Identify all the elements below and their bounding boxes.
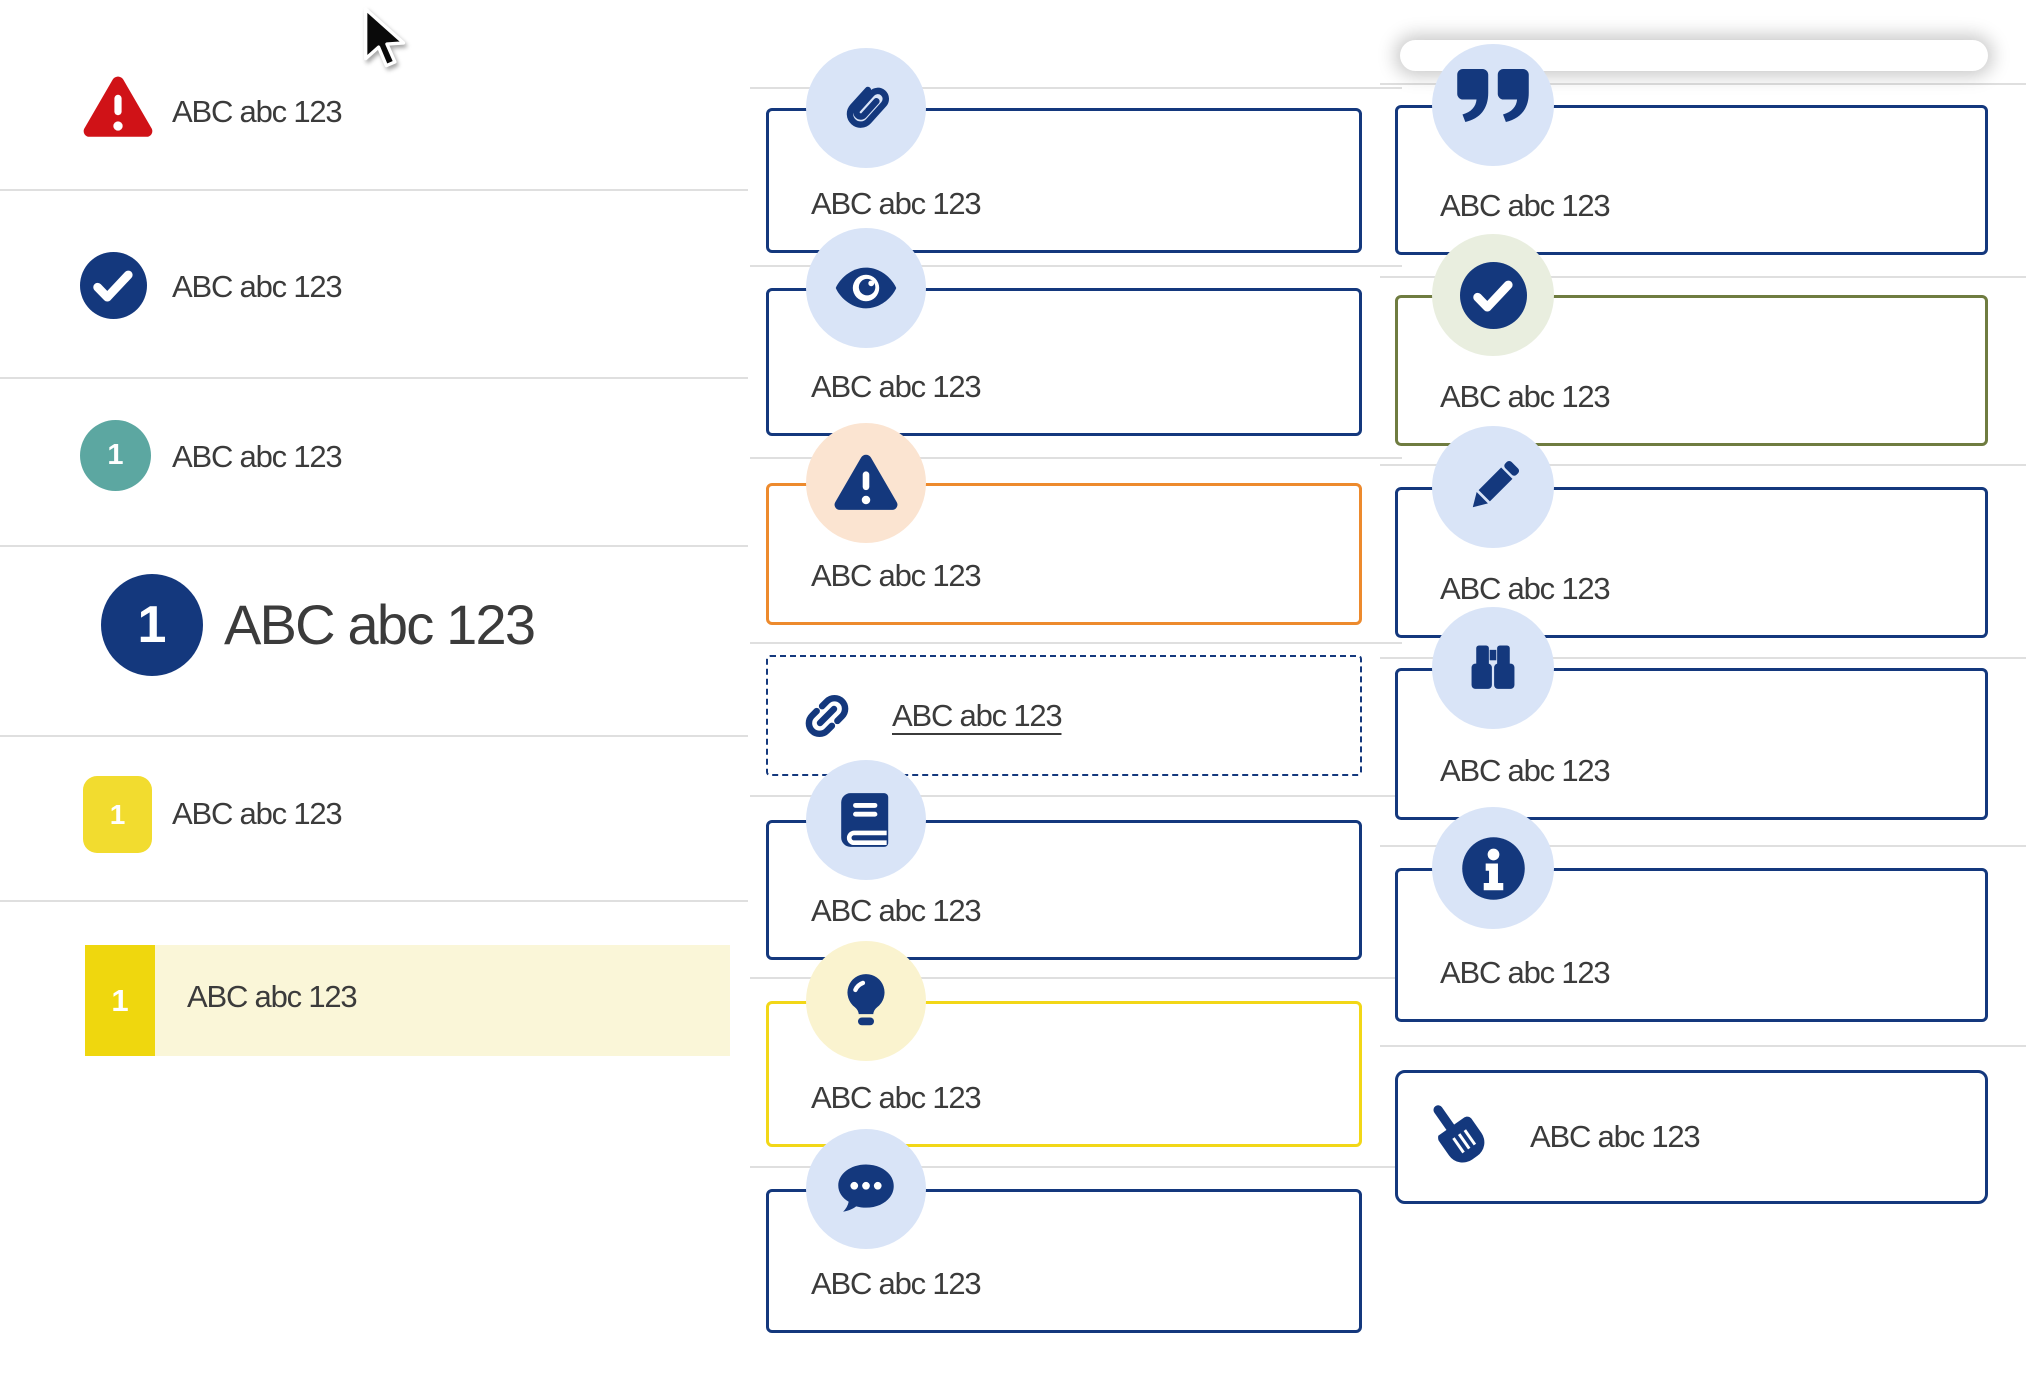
lightbulb-icon (806, 941, 926, 1061)
callout-label: ABC abc 123 (811, 1266, 982, 1301)
callout-label: ABC abc 123 (1440, 955, 1611, 990)
hand-pointer-icon (1424, 1098, 1488, 1176)
divider (1380, 83, 2026, 85)
warning-triangle-icon (82, 76, 154, 140)
divider (1380, 464, 2026, 466)
list-item-label-large: ABC abc 123 (224, 593, 536, 656)
callout-label: ABC abc 123 (1440, 188, 1611, 223)
divider (750, 1166, 1402, 1168)
divider (750, 265, 1402, 267)
list-item-label: ABC abc 123 (172, 439, 343, 474)
quote-icon (1432, 44, 1554, 166)
list-item-step-highlighted[interactable]: 1 ABC abc 123 (0, 900, 748, 1080)
callout-link-label[interactable]: ABC abc 123 (892, 697, 1063, 733)
list-item-warning[interactable]: ABC abc 123 (0, 40, 748, 188)
callout-label: ABC abc 123 (811, 369, 982, 404)
divider (1380, 1045, 2026, 1047)
list-item-label: ABC abc 123 (187, 979, 358, 1014)
paperclip-icon (806, 48, 926, 168)
badge-number: 1 (137, 596, 167, 654)
callout-link[interactable]: ABC abc 123 (766, 655, 1362, 776)
divider (0, 189, 748, 191)
badge-number: 1 (109, 798, 126, 830)
mouse-cursor-icon (362, 6, 410, 78)
info-icon (1432, 807, 1554, 929)
divider (0, 545, 748, 547)
list-item-label: ABC abc 123 (172, 796, 343, 831)
list-item-step-teal[interactable]: 1 ABC abc 123 (0, 377, 748, 545)
callout-label: ABC abc 123 (1440, 753, 1611, 788)
list-item-complete[interactable]: ABC abc 123 (0, 189, 748, 377)
divider (750, 642, 1402, 644)
callout-label: ABC abc 123 (811, 558, 982, 593)
divider (1380, 657, 2026, 659)
number-square-yellow-highlight: 1 (85, 945, 155, 1056)
callout-label: ABC abc 123 (1440, 571, 1611, 606)
binoculars-icon (1432, 607, 1554, 729)
list-item-label: ABC abc 123 (172, 269, 343, 304)
divider (750, 795, 1402, 797)
list-item-step-large[interactable]: 1 ABC abc 123 (0, 545, 748, 735)
callout-label: ABC abc 123 (811, 186, 982, 221)
divider (1380, 276, 2026, 278)
number-circle-navy-large: 1 (101, 574, 203, 676)
pencil-icon (1432, 426, 1554, 548)
number-circle-teal: 1 (80, 420, 151, 491)
highlight-background (85, 945, 730, 1056)
callout-label: ABC abc 123 (811, 893, 982, 928)
chat-bubble-icon (806, 1129, 926, 1249)
divider (750, 87, 1402, 89)
divider (750, 457, 1402, 459)
divider (0, 900, 748, 902)
check-circle-icon (80, 252, 147, 319)
warning-triangle-icon (806, 423, 926, 543)
callout-label: ABC abc 123 (1440, 379, 1611, 414)
callout-action-label[interactable]: ABC abc 123 (1530, 1119, 1701, 1154)
number-square-yellow: 1 (83, 776, 152, 853)
divider (1380, 845, 2026, 847)
callout-explore: ABC abc 123 (1395, 668, 1988, 820)
list-item-label: ABC abc 123 (172, 94, 343, 129)
callout-label: ABC abc 123 (811, 1080, 982, 1115)
eye-icon (806, 228, 926, 348)
link-icon (796, 685, 858, 747)
badge-number: 1 (107, 439, 124, 471)
divider (0, 377, 748, 379)
callout-action[interactable]: ABC abc 123 (1395, 1070, 1988, 1204)
list-item-step-yellow[interactable]: 1 ABC abc 123 (0, 735, 748, 900)
divider (0, 735, 748, 737)
badge-number: 1 (111, 982, 129, 1018)
book-icon (806, 760, 926, 880)
divider (750, 977, 1402, 979)
check-circle-icon (1432, 234, 1554, 356)
